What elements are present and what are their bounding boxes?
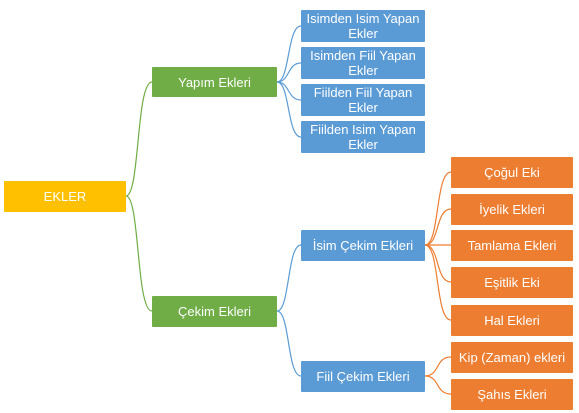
link-yapim-1 — [276, 25, 302, 83]
link-ekler-cekim — [125, 195, 153, 312]
node-fiilden-fiil: Fiilden Fiil Yapan Ekler — [301, 84, 425, 116]
node-isimden-isim: Isimden Isim Yapan Ekler — [301, 10, 425, 42]
link-yapim-4 — [276, 81, 302, 138]
node-hal-ekleri: Hal Ekleri — [451, 305, 573, 336]
link-isim-4 — [424, 244, 452, 283]
node-isimden-fiil: Isimden Fiil Yapan Ekler — [301, 47, 425, 79]
node-isim-cekim: İsim Çekim Ekleri — [301, 230, 425, 261]
link-cekim-fiil — [276, 310, 302, 377]
node-cekim-ekleri: Çekim Ekleri — [152, 296, 277, 327]
node-iyelik-ekleri: İyelik Ekleri — [451, 194, 573, 225]
node-tamlama-ekleri: Tamlama Ekleri — [451, 230, 573, 261]
node-cogul-eki: Çoğul Eki — [451, 157, 573, 188]
link-fiil-1 — [424, 356, 452, 377]
link-isim-2 — [424, 208, 452, 246]
node-kip-zaman-ekleri: Kip (Zaman) ekleri — [451, 342, 573, 373]
link-ekler-yapim — [125, 81, 153, 197]
link-fiil-2 — [424, 375, 452, 395]
node-ekler: EKLER — [4, 181, 126, 212]
link-yapim-3 — [276, 81, 302, 101]
node-sahis-ekleri: Şahıs Ekleri — [451, 379, 573, 410]
node-esitlik-eki: Eşitlik Eki — [451, 267, 573, 298]
link-cekim-isim — [276, 244, 302, 312]
node-yapim-ekleri: Yapım Ekleri — [152, 67, 277, 97]
node-fiil-cekim: Fiil Çekim Ekleri — [301, 361, 425, 392]
link-isim-5 — [424, 244, 452, 321]
link-yapim-2 — [276, 62, 302, 83]
link-isim-1 — [424, 171, 452, 246]
node-fiilden-isim: Fiilden Isim Yapan Ekler — [301, 121, 425, 153]
